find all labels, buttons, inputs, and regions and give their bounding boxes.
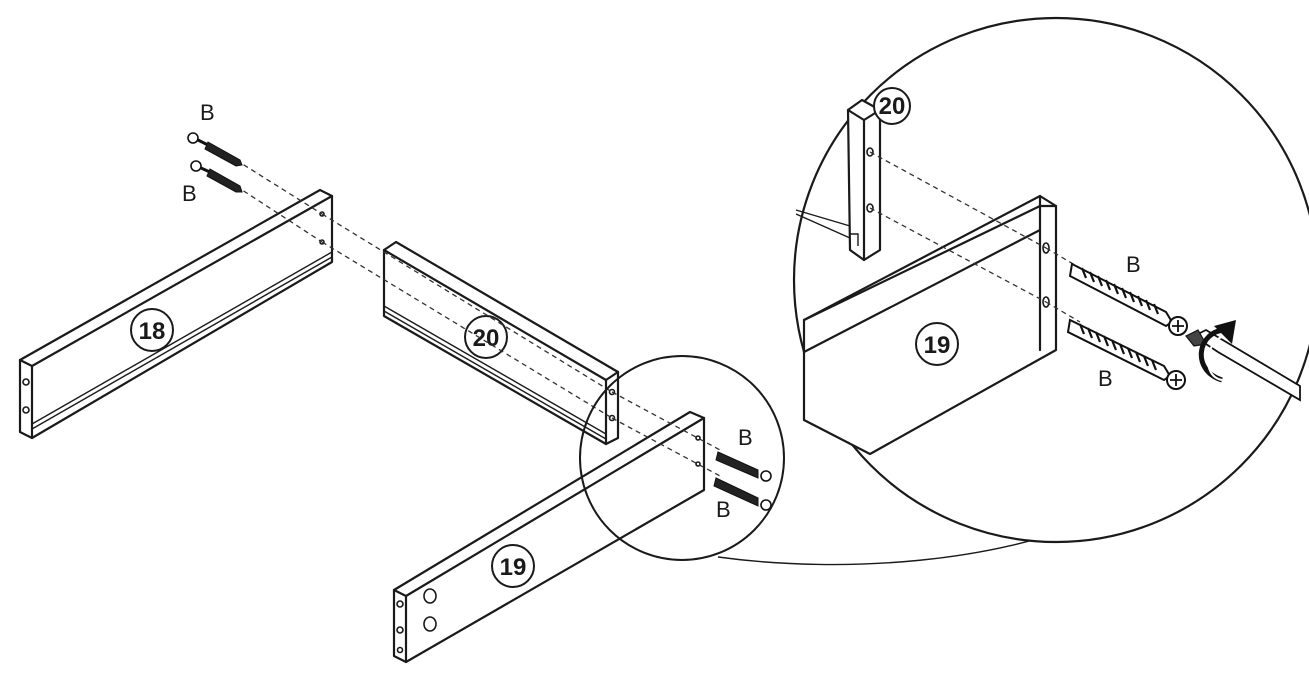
part-label-18: 18 <box>130 308 174 352</box>
board-18 <box>18 188 334 440</box>
svg-text:19: 19 <box>924 332 951 359</box>
svg-text:20: 20 <box>473 325 500 352</box>
screw-left-bottom <box>190 160 243 193</box>
detail-screw-label-bottom: B <box>1098 366 1113 391</box>
screw-label-left-bottom: B <box>182 181 197 206</box>
detail-board-20 <box>795 98 882 262</box>
rotation-arrow-icon <box>1198 320 1236 383</box>
detail-screw-label-top: B <box>1126 252 1141 277</box>
screw-label-left-top: B <box>200 100 215 125</box>
board-19 <box>392 410 706 664</box>
screw-left-top <box>187 132 243 167</box>
svg-text:19: 19 <box>500 554 527 581</box>
detail-view: 20 19 B <box>792 16 1309 544</box>
screw-label-right-bottom: B <box>716 497 731 522</box>
part-label-20: 20 <box>464 315 508 359</box>
alignment-lines <box>235 159 721 477</box>
screw-right-top <box>715 451 772 482</box>
detail-part-label-19: 19 <box>915 322 959 366</box>
part-label-19: 19 <box>491 544 535 588</box>
screw-label-right-top: B <box>738 425 753 450</box>
detail-screw-bottom <box>1066 318 1186 390</box>
magnifier-small <box>579 355 785 561</box>
svg-text:20: 20 <box>879 93 906 120</box>
svg-text:18: 18 <box>139 318 166 345</box>
detail-screw-top <box>1068 262 1188 336</box>
screw-right-bottom <box>713 477 772 511</box>
detail-part-label-20: 20 <box>873 87 911 125</box>
